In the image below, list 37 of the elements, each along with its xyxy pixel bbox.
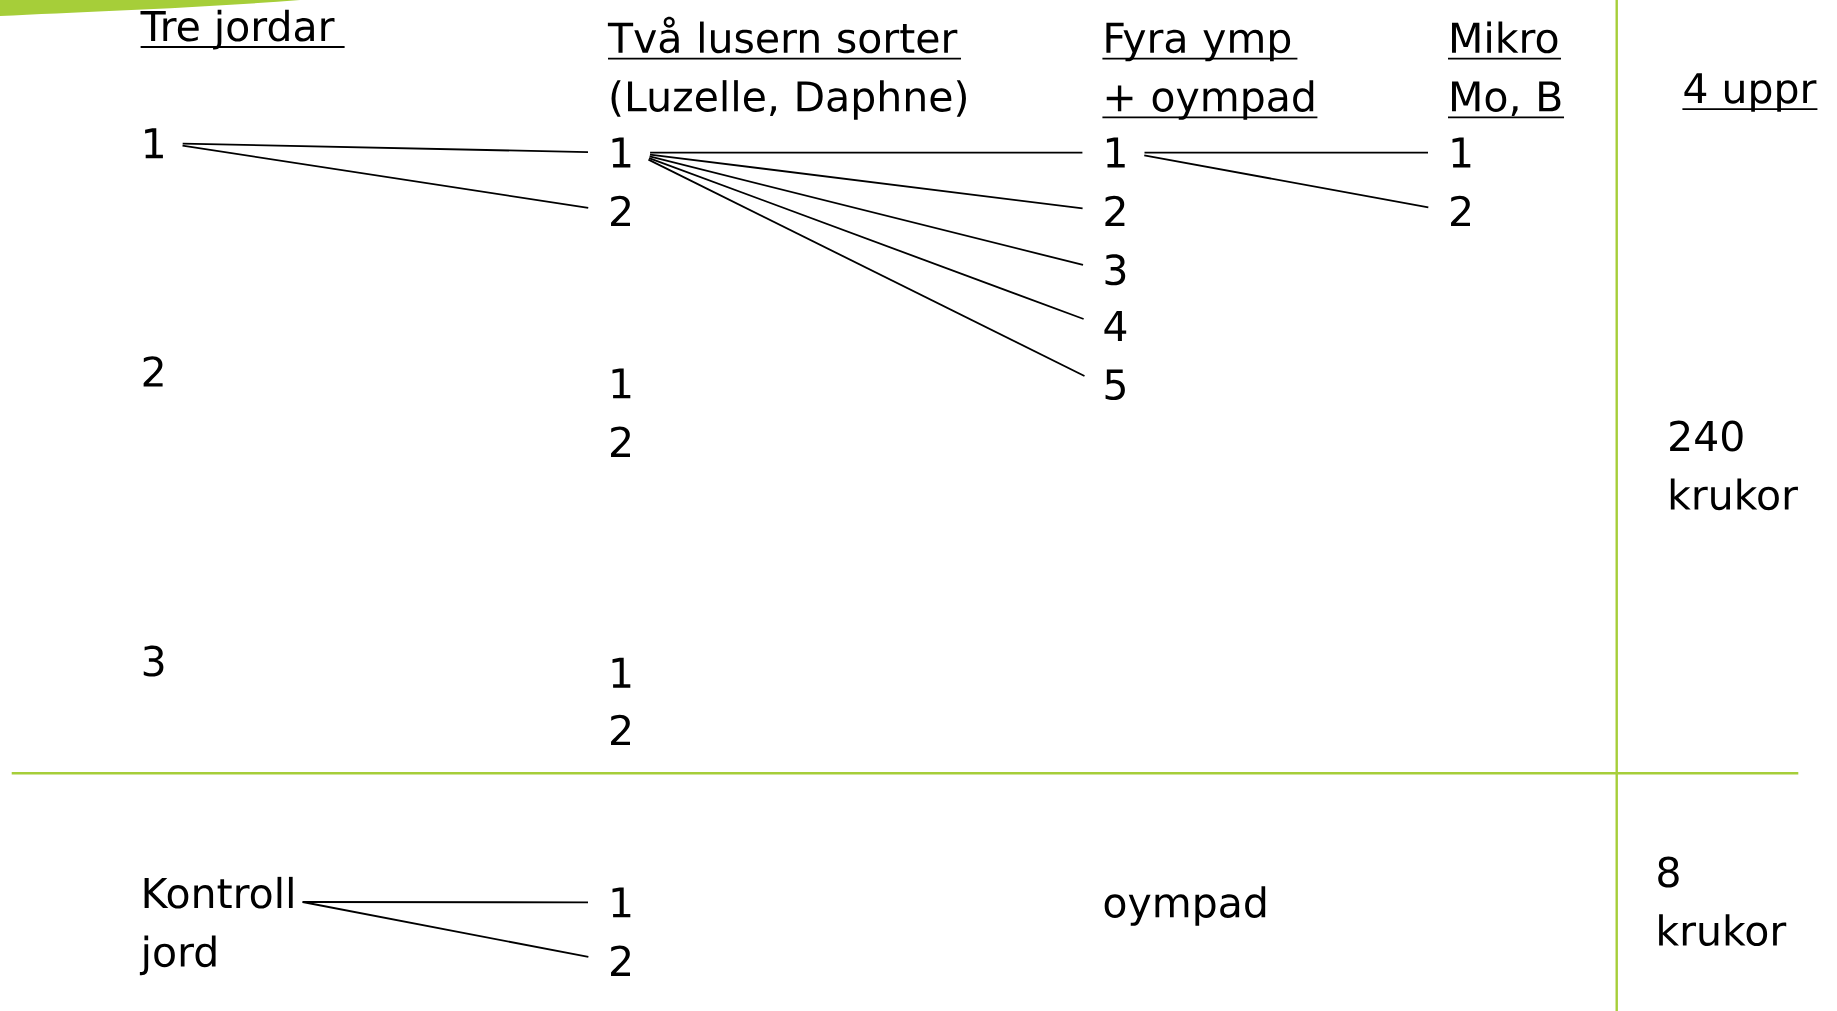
column-heading: Mikro Mo, B — [1447, 21, 1565, 119]
connector-line — [1143, 151, 1429, 154]
group-label: Kontroll jord — [139, 876, 293, 976]
connector-line — [649, 153, 1084, 210]
connector-line — [181, 142, 589, 154]
column-heading: Två lusern sorter (Luzelle, Daphne) — [607, 16, 966, 120]
label-text: 1 — [612, 657, 631, 688]
column-heading: Fyra ymp + oympad — [1101, 22, 1319, 120]
level-number: 2 — [611, 195, 630, 227]
connector-line — [648, 157, 1085, 320]
level-number: 2 — [1105, 195, 1125, 227]
label-text: 8 krukor — [1658, 856, 1787, 947]
connector-line — [649, 151, 1084, 154]
level-number: 3 — [1105, 254, 1126, 286]
connector-line — [1143, 154, 1430, 209]
level-number: 1 — [612, 137, 631, 168]
column-heading: Tre jordar — [139, 9, 346, 50]
level-number: 1 — [1452, 137, 1471, 168]
connector-line — [181, 144, 590, 209]
connector-line — [301, 901, 590, 958]
label-text: 2 — [143, 356, 163, 387]
connector-line — [647, 158, 1086, 377]
level-number: 1 — [612, 887, 631, 918]
level-number: 4 — [1104, 311, 1127, 341]
label-text: 2 — [611, 426, 630, 457]
column-heading: 4 uppr — [1681, 73, 1819, 112]
label-text: 1 — [612, 368, 631, 399]
level-number: 1 — [145, 128, 163, 159]
level-number: 1 — [1106, 137, 1125, 168]
label-text: 240 krukor — [1670, 420, 1798, 511]
level-number: 5 — [1105, 369, 1125, 401]
label-text: 3 — [143, 645, 164, 677]
level-number: 2 — [1451, 195, 1470, 227]
level-number: 2 — [611, 945, 630, 976]
label-text: oympad — [1104, 886, 1266, 926]
label-text: 2 — [611, 714, 630, 746]
connector-line — [648, 155, 1084, 266]
